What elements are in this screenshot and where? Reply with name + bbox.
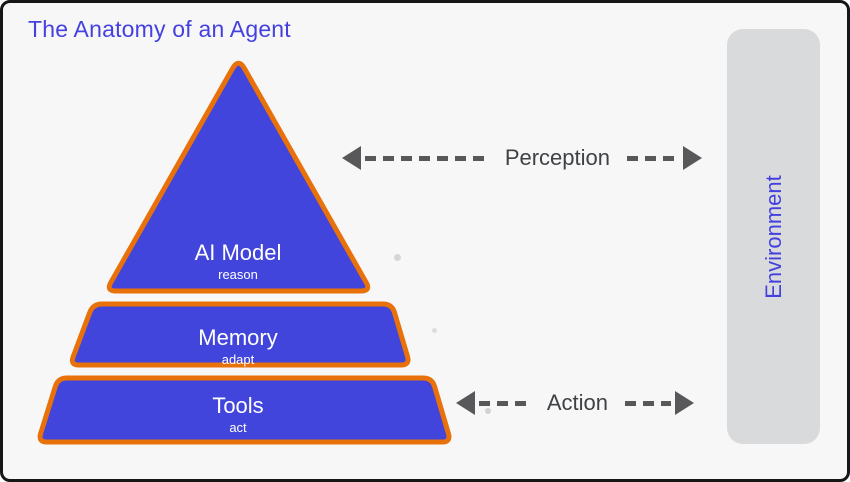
- action-label: Action: [546, 390, 608, 415]
- pyramid-shapes: [37, 60, 452, 445]
- arrowhead-left-icon: [342, 146, 361, 170]
- dashed-line: [365, 155, 488, 161]
- arrowhead-right-icon: [683, 146, 702, 170]
- environment-box: Environment: [727, 29, 820, 444]
- action-arrow: Action: [456, 389, 694, 417]
- tools-shape: [37, 375, 452, 445]
- arrowhead-left-icon: [456, 391, 475, 415]
- perception-arrow: Perception: [342, 144, 702, 172]
- environment-label: Environment: [760, 174, 786, 299]
- diagram-title: The Anatomy of an Agent: [28, 16, 291, 42]
- ai-model-shape: [106, 60, 371, 294]
- dashed-line: [479, 400, 530, 406]
- decorative-dot: [485, 408, 491, 414]
- dashed-line: [627, 155, 679, 161]
- dashed-line: [625, 400, 671, 406]
- perception-label: Perception: [504, 145, 610, 170]
- decorative-dot: [394, 254, 401, 261]
- decorative-dot: [432, 328, 437, 333]
- arrowhead-right-icon: [675, 391, 694, 415]
- memory-shape: [69, 301, 411, 368]
